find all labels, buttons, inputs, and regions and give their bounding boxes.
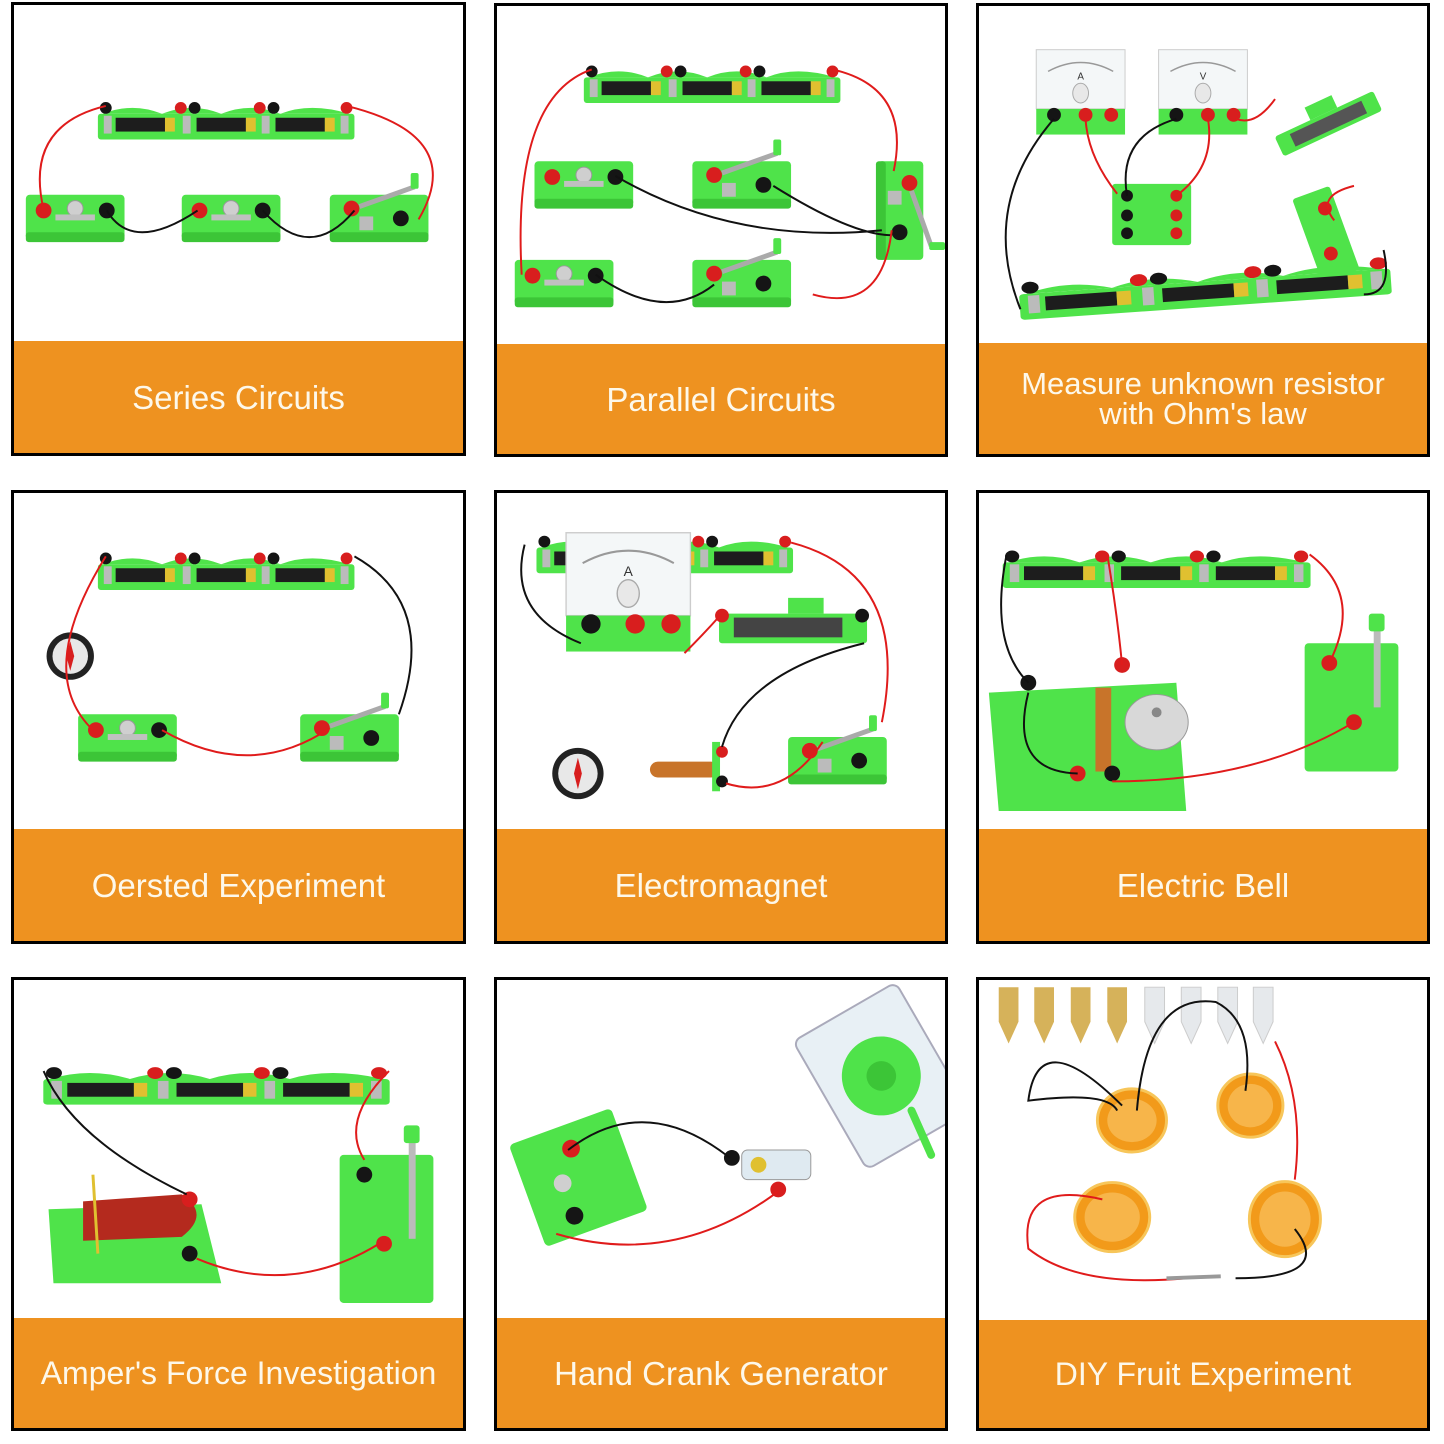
label-parallel-circuits: Parallel Circuits	[497, 344, 945, 454]
label-text: Series Circuits	[132, 378, 345, 416]
label-text: Electric Bell	[1116, 866, 1290, 904]
ammeter-label: A	[624, 563, 634, 579]
ammeter-label: A	[1077, 71, 1084, 82]
panel-electromagnet: A Electromagnet	[494, 490, 948, 944]
label-text-line2: with Ohm's law	[1099, 395, 1307, 431]
label-text: Oersted Experiment	[91, 866, 386, 904]
panel-electric-bell: Electric Bell	[976, 490, 1430, 944]
zinc-electrodes	[1144, 986, 1274, 1045]
oersted-image	[14, 493, 463, 831]
label-hand-crank-generator: Hand Crank Generator	[497, 1318, 945, 1428]
panel-hand-crank-generator: Hand Crank Generator	[494, 977, 948, 1431]
ohms-law-image: A V	[979, 6, 1427, 346]
label-oersted-experiment: Oersted Experiment	[14, 829, 463, 941]
copper-electrodes	[998, 987, 1128, 1044]
label-text: Hand Crank Generator	[554, 1354, 888, 1392]
parallel-circuit-image	[497, 6, 945, 348]
label-text-line1: Measure unknown resistor	[1021, 365, 1385, 401]
panel-series-circuits: Series Circuits	[11, 2, 466, 456]
label-electric-bell: Electric Bell	[979, 829, 1427, 941]
horseshoe-magnet	[83, 1194, 197, 1241]
fruit-battery-image	[979, 980, 1427, 1322]
coil	[649, 761, 720, 778]
panel-oersted-experiment: Oersted Experiment	[11, 490, 466, 944]
voltmeter-label: V	[1200, 71, 1207, 82]
alligator-clips	[1166, 1274, 1221, 1281]
label-text: DIY Fruit Experiment	[1054, 1356, 1352, 1392]
panel-diy-fruit-experiment: DIY Fruit Experiment	[976, 977, 1430, 1431]
label-electromagnet: Electromagnet	[497, 829, 945, 941]
label-text: Parallel Circuits	[606, 380, 836, 418]
panel-ampere-force: Amper's Force Investigation	[11, 977, 466, 1431]
label-series-circuits: Series Circuits	[14, 341, 463, 453]
label-diy-fruit-experiment: DIY Fruit Experiment	[979, 1320, 1427, 1428]
hand-crank-generator-image	[497, 980, 945, 1320]
ampere-force-image	[14, 980, 463, 1320]
label-text: Amper's Force Investigation	[40, 1355, 437, 1391]
label-text: Electromagnet	[614, 866, 828, 904]
panel-parallel-circuits: Parallel Circuits	[494, 3, 948, 457]
label-ohms-law: Measure unknown resistor with Ohm's law	[979, 343, 1427, 454]
series-circuit-image	[14, 5, 463, 343]
panel-ohms-law: A V Measure unknown resistor with Ohm's …	[976, 3, 1430, 457]
bell-icon	[1124, 694, 1189, 751]
label-ampere-force: Amper's Force Investigation	[14, 1318, 463, 1428]
electric-bell-image	[979, 493, 1427, 831]
electromagnet-image: A	[497, 493, 945, 831]
